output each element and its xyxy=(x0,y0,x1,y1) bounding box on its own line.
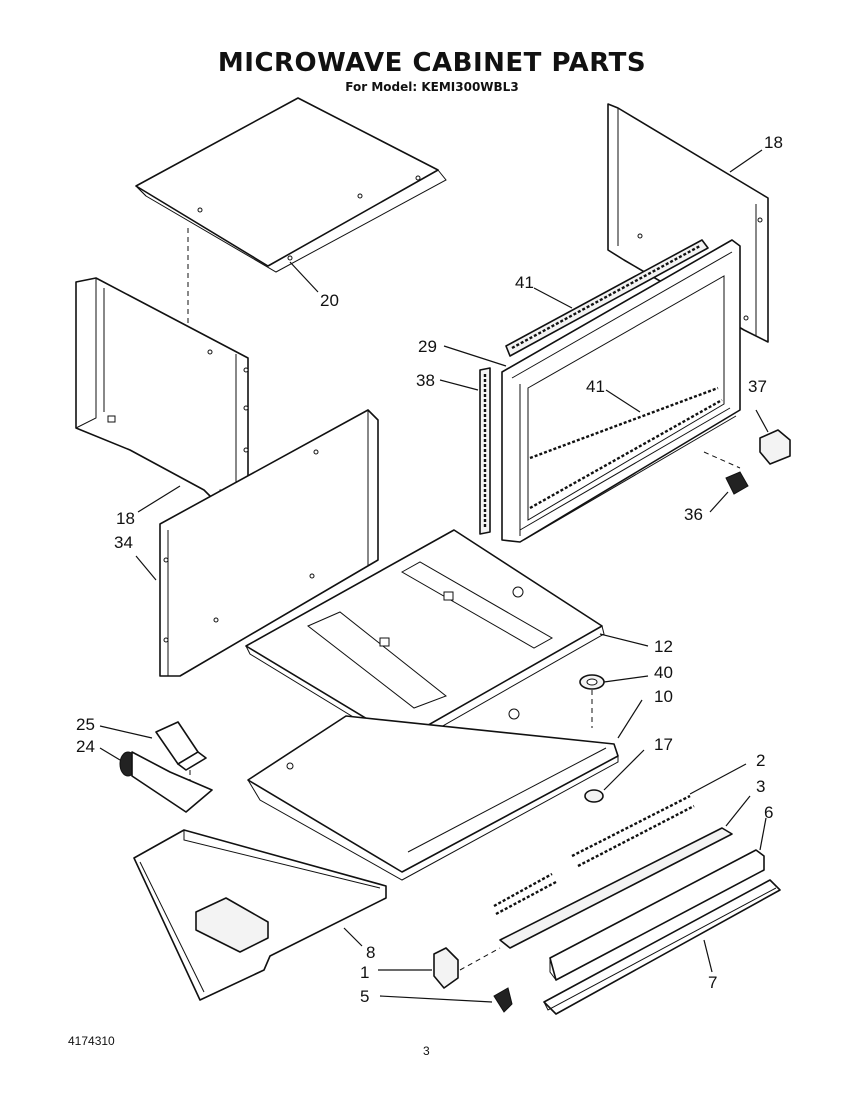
upper-vent-strip-part xyxy=(505,239,709,357)
bottom-tray-part xyxy=(247,708,619,881)
callout-label: 7 xyxy=(708,973,717,992)
callout-label: 10 xyxy=(654,687,673,706)
callout-label: 8 xyxy=(366,943,375,962)
model-subtitle: For Model: KEMI300WBL3 xyxy=(345,80,519,94)
callout-label: 38 xyxy=(416,371,435,390)
document-number: 4174310 xyxy=(68,1034,115,1048)
diagram-title: MICROWAVE CABINET PARTS xyxy=(217,48,647,78)
callout-label: 6 xyxy=(764,803,773,822)
callout-label: 41 xyxy=(586,377,605,396)
callout-label: 24 xyxy=(76,737,95,756)
switch-block-part xyxy=(703,429,791,469)
callout-label: 2 xyxy=(756,751,765,770)
trim-strip-part xyxy=(499,827,733,949)
callout-label: 18 xyxy=(116,509,135,528)
callout-label: 41 xyxy=(515,273,534,292)
front-channel-part xyxy=(549,849,765,981)
switch-part xyxy=(433,947,501,989)
callout-label: 3 xyxy=(756,777,765,796)
page-number: 3 xyxy=(423,1044,430,1058)
mesh-grille-part xyxy=(493,794,695,916)
leader-lines xyxy=(99,149,769,1003)
callout-labels: 18 41 20 29 38 41 37 18 34 36 12 40 10 2… xyxy=(76,133,783,1006)
connector-part xyxy=(725,471,749,495)
foot-part xyxy=(584,789,604,803)
callout-label: 5 xyxy=(360,987,369,1006)
callout-label: 40 xyxy=(654,663,673,682)
left-side-panel-part xyxy=(75,277,249,513)
rear-panel-part xyxy=(159,409,379,677)
kick-plate-part xyxy=(543,879,781,1015)
callout-label: 12 xyxy=(654,637,673,656)
grommet-part xyxy=(579,674,605,728)
callout-label: 29 xyxy=(418,337,437,356)
callout-label: 20 xyxy=(320,291,339,310)
callout-label: 18 xyxy=(764,133,783,152)
side-trim-strip-part xyxy=(479,367,491,535)
callout-label: 37 xyxy=(748,377,767,396)
top-cover-part xyxy=(135,97,447,330)
clip-part xyxy=(493,987,513,1013)
bottom-plate-part xyxy=(133,829,387,1001)
front-frame-part xyxy=(501,239,741,543)
bracket-part xyxy=(155,721,207,800)
callout-label: 25 xyxy=(76,715,95,734)
callout-label: 36 xyxy=(684,505,703,524)
callout-label: 17 xyxy=(654,735,673,754)
duct-part xyxy=(119,751,213,813)
callout-label: 34 xyxy=(114,533,133,552)
callout-label: 1 xyxy=(360,963,369,982)
